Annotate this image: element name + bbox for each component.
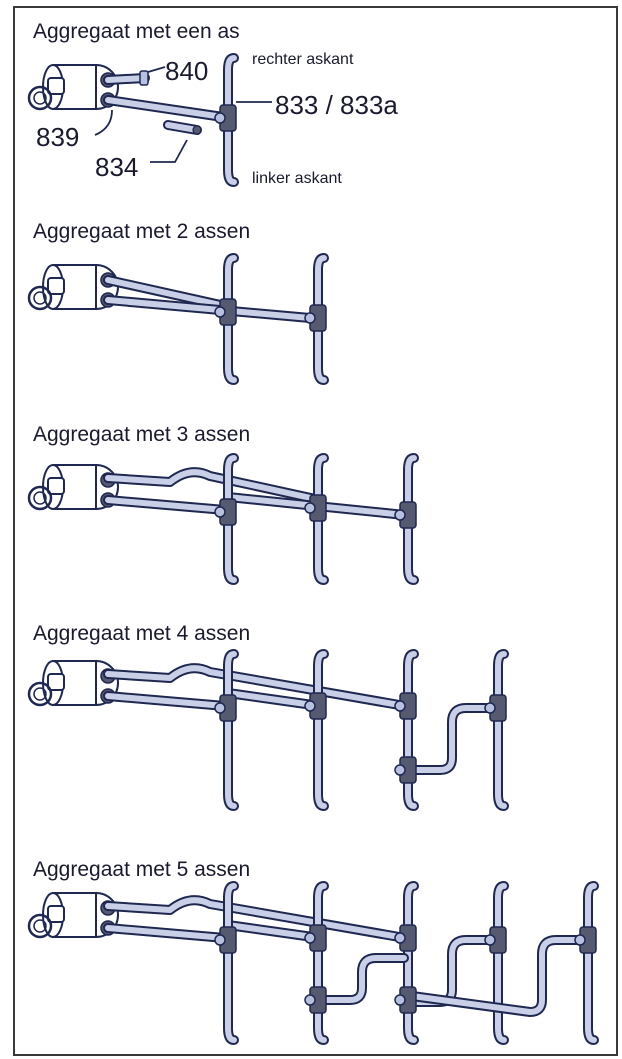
coupling-ring xyxy=(27,285,53,311)
axle-riser-4b xyxy=(313,649,329,811)
axle-riser-5b xyxy=(313,881,329,1045)
axle-riser-5a xyxy=(223,881,239,1045)
tee-4c-nut xyxy=(394,700,406,712)
section-title-5-axles: Aggregaat met 5 assen xyxy=(33,858,251,881)
tee-3a-nut xyxy=(214,506,226,518)
connector-834 xyxy=(163,120,202,135)
crossover-5c xyxy=(407,935,587,1017)
hose-coupling xyxy=(47,905,65,923)
tee-4c-low-nut xyxy=(394,764,406,776)
part-label-834: 834 xyxy=(95,152,139,182)
leader-834 xyxy=(150,139,188,163)
coupling-ring-inner xyxy=(33,91,47,105)
crossover-5a xyxy=(317,953,409,1005)
tee-5a-nut xyxy=(214,934,226,946)
axle-riser-4d xyxy=(493,649,509,811)
brake-line-2a xyxy=(103,275,230,311)
tee-4b-nut xyxy=(304,700,316,712)
tee-2a-nut xyxy=(214,306,226,318)
coupling-ring-inner xyxy=(33,919,47,933)
tee-833-nut xyxy=(214,112,226,124)
part-label-839: 839 xyxy=(36,122,80,152)
axle-riser-5c xyxy=(403,881,419,1045)
tee-4d-nut xyxy=(484,702,496,714)
brake-line-5c xyxy=(223,920,325,943)
hose-coupling xyxy=(47,673,65,691)
coupling-ring xyxy=(27,485,53,511)
tee-4a-nut xyxy=(214,702,226,714)
brake-line-2b xyxy=(103,295,315,323)
brake-line-1 xyxy=(103,95,228,122)
left-axle-side-label: linker askant xyxy=(252,170,342,187)
axle-riser-4c xyxy=(403,649,419,811)
brake-line-5a xyxy=(103,895,410,943)
brake-line-4b xyxy=(103,691,230,711)
part-label-840: 840 xyxy=(165,56,209,86)
coupling-ring xyxy=(27,913,53,939)
brake-line-3a xyxy=(103,467,325,505)
diagram-frame xyxy=(13,6,618,1056)
section-title-2-axles: Aggregaat met 2 assen xyxy=(33,220,251,243)
coupling-ring xyxy=(27,681,53,707)
tee-3c-nut xyxy=(394,509,406,521)
section-title-4-axles: Aggregaat met 4 assen xyxy=(33,622,251,645)
brake-line-4c xyxy=(223,688,325,711)
tee-5b-nut xyxy=(304,932,316,944)
axle-riser-5e xyxy=(583,881,599,1045)
tee-5d-nut xyxy=(484,934,496,946)
coupling-ring-inner xyxy=(33,687,47,701)
section-title-1-axle: Aggregaat met een as xyxy=(33,20,240,43)
tee-3b-nut xyxy=(304,502,316,514)
axle-riser-4a xyxy=(223,649,239,811)
tee-2b-nut xyxy=(304,312,316,324)
hose-coupling xyxy=(47,77,65,95)
axle-riser-5d xyxy=(493,881,509,1045)
brake-line-3b xyxy=(103,495,230,515)
brake-line-5b xyxy=(103,923,230,943)
leader-839 xyxy=(94,109,113,136)
leader-840 xyxy=(147,66,166,73)
tee-5c-low-nut xyxy=(394,994,406,1006)
brake-line-4a xyxy=(103,663,410,711)
section-title-3-axles: Aggregaat met 3 assen xyxy=(33,423,251,446)
part-label-833: 833 / 833a xyxy=(275,90,398,120)
coupling-ring-inner xyxy=(33,291,47,305)
hose-coupling xyxy=(47,477,65,495)
tee-5e-nut xyxy=(574,934,586,946)
tee-5b-low-nut xyxy=(304,994,316,1006)
right-axle-side-label: rechter askant xyxy=(252,51,354,68)
tee-5c-nut xyxy=(394,932,406,944)
hose-coupling xyxy=(47,277,65,295)
plug-840 xyxy=(139,70,149,86)
coupling-ring-inner xyxy=(33,491,47,505)
connector-834-end xyxy=(192,125,202,135)
pipe-840 xyxy=(103,73,150,85)
coupling-ring xyxy=(27,85,53,111)
crossover-4 xyxy=(407,703,497,775)
